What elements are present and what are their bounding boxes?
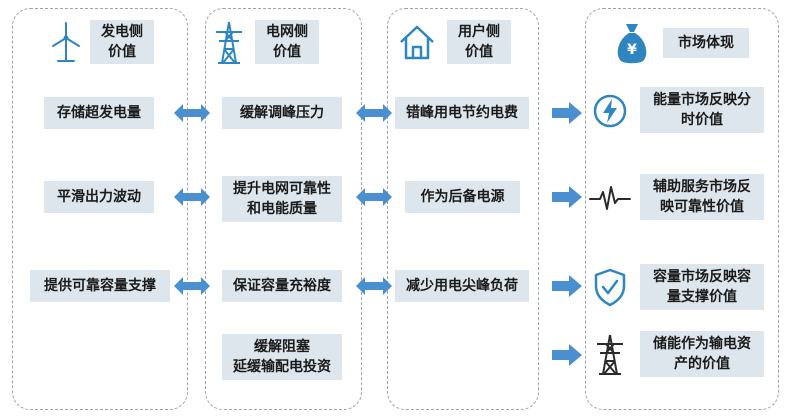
right-arrow-icon (552, 344, 582, 366)
money-bag-icon: ¥ (617, 24, 647, 64)
double-arrow-icon (356, 277, 392, 295)
grid-item-label: 缓解调峰压力 (240, 105, 324, 121)
market-item-label: 储能作为输电资 产的价值 (653, 336, 751, 372)
user-item: 作为后备电源 (405, 181, 520, 213)
double-arrow-icon (174, 277, 210, 295)
user-item-label: 错峰用电节约电费 (406, 105, 518, 121)
user-item-label: 减少用电尖峰负荷 (406, 278, 518, 294)
market-item: 辅助服务市场反 映可靠性价值 (640, 174, 764, 220)
grid-side-column (205, 8, 362, 410)
user-side-header: 用户侧 价值 (447, 20, 511, 64)
double-arrow-icon (356, 188, 392, 206)
user-item: 减少用电尖峰负荷 (395, 270, 529, 302)
generation-item: 平滑出力波动 (44, 181, 154, 213)
transmission-tower-icon (597, 334, 623, 375)
right-arrow-icon (552, 275, 582, 297)
house-icon (400, 25, 434, 60)
grid-side-header-label: 电网侧 价值 (266, 24, 308, 60)
double-arrow-icon (174, 188, 210, 206)
generation-side-header: 发电侧 价值 (90, 20, 154, 64)
user-side-header-label: 用户侧 价值 (458, 24, 500, 60)
right-arrow-icon (552, 102, 582, 124)
lightning-icon (593, 94, 627, 128)
right-arrow-icon (552, 186, 582, 208)
grid-item-label: 提升电网可靠性 和电能质量 (233, 181, 331, 217)
double-arrow-icon (356, 104, 392, 122)
grid-side-header: 电网侧 价值 (255, 20, 319, 64)
wind-turbine-icon (52, 22, 80, 62)
grid-item-label: 保证容量充裕度 (233, 278, 331, 294)
double-arrow-icon (174, 104, 210, 122)
market-item-label: 能量市场反映分 时价值 (653, 92, 751, 128)
market-item: 能量市场反映分 时价值 (640, 87, 764, 133)
market-header-label: 市场体现 (678, 35, 734, 51)
transmission-tower-icon (216, 21, 242, 64)
grid-item: 缓解调峰压力 (222, 97, 342, 129)
market-item: 容量市场反映容 量支撑价值 (640, 264, 764, 310)
market-item: 储能作为输电资 产的价值 (640, 331, 764, 377)
user-side-column (387, 8, 539, 410)
grid-item-label: 缓解阻塞 延缓输配电投资 (233, 339, 331, 375)
market-item-label: 容量市场反映容 量支撑价值 (653, 269, 751, 305)
market-header: 市场体现 (663, 28, 749, 58)
generation-item-label: 提供可靠容量支撑 (44, 278, 156, 294)
generation-item: 存储超发电量 (44, 97, 154, 129)
shield-check-icon (594, 268, 626, 307)
generation-item-label: 平滑出力波动 (57, 189, 141, 205)
generation-item: 提供可靠容量支撑 (30, 270, 170, 302)
user-item-label: 作为后备电源 (420, 189, 505, 205)
grid-item: 缓解阻塞 延缓输配电投资 (222, 334, 342, 380)
grid-item: 保证容量充裕度 (222, 270, 342, 302)
grid-item: 提升电网可靠性 和电能质量 (222, 176, 342, 222)
generation-side-column (12, 8, 188, 410)
generation-side-header-label: 发电侧 价值 (101, 24, 143, 60)
market-item-label: 辅助服务市场反 映可靠性价值 (653, 179, 751, 215)
generation-item-label: 存储超发电量 (57, 105, 141, 121)
pulse-icon (589, 186, 631, 210)
currency-symbol: ¥ (627, 42, 637, 58)
market-column (585, 8, 779, 410)
user-item: 错峰用电节约电费 (395, 97, 529, 129)
